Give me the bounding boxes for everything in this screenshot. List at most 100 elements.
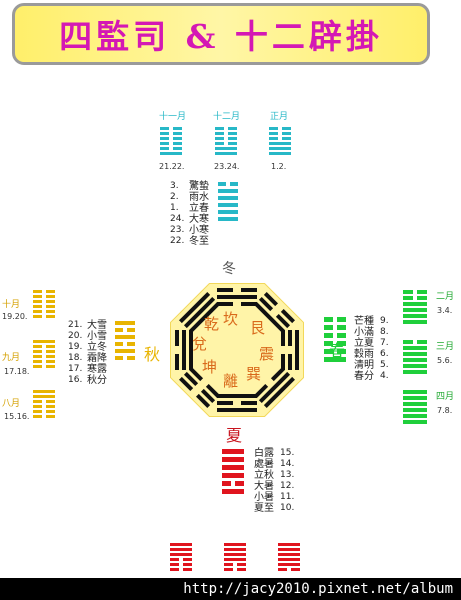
- days-left-1: 17.18.: [4, 367, 30, 376]
- trigram-li-symbol: [217, 394, 257, 412]
- watermark-footer: http://jacy2010.pixnet.net/album: [0, 578, 461, 600]
- yang-line: [278, 558, 300, 561]
- trigram-kun-symbol: [179, 366, 221, 408]
- yang-line: [33, 395, 55, 398]
- bagua-octagon: [170, 283, 304, 417]
- summer-term-number: 12.: [280, 481, 295, 491]
- yin-line: [215, 137, 237, 140]
- autumn-term-number: 20.: [68, 331, 83, 341]
- summer-term-name: 處暑: [254, 459, 274, 470]
- yang-line: [224, 543, 246, 546]
- season-winter-label: 冬: [222, 261, 236, 277]
- yang-line: [403, 370, 427, 374]
- yin-line: [403, 340, 427, 344]
- trigram-zhen-symbol: [281, 330, 299, 370]
- summer-term-number: 13.: [280, 470, 295, 480]
- yin-line: [33, 360, 55, 363]
- hexagram-bo-icon: [33, 340, 55, 370]
- hexagram-fu-icon: [160, 127, 182, 157]
- yang-line: [115, 335, 135, 339]
- yin-line: [224, 563, 246, 566]
- yin-line: [33, 310, 55, 313]
- autumn-term-name: 大雪: [87, 320, 107, 331]
- hexagram-dun-icon: [224, 543, 246, 573]
- hexagram-lin-icon: [215, 127, 237, 157]
- yin-line: [33, 315, 55, 318]
- winter-term-number: 24.: [170, 214, 185, 224]
- winter-term-numbers: 3. 2. 1. 24. 23. 22.: [170, 182, 184, 248]
- spring-term-number: 9.: [380, 316, 389, 326]
- yin-line: [324, 341, 346, 346]
- yin-line: [33, 295, 55, 298]
- month-label-right-2: 四月: [436, 392, 455, 402]
- trigram-li-label: 離: [223, 372, 239, 390]
- spring-term-number: 5.: [380, 360, 389, 370]
- spring-term-name: 穀雨: [354, 349, 374, 360]
- yin-line: [403, 296, 427, 300]
- yin-line: [33, 405, 55, 408]
- yang-line: [403, 390, 427, 394]
- summer-term-number: 15.: [280, 448, 295, 458]
- yin-line: [269, 132, 291, 135]
- month-label-right-0: 二月: [436, 292, 455, 302]
- yang-line: [269, 142, 291, 145]
- yang-line: [218, 217, 238, 221]
- summer-term-names: 白露 處暑 立秋 大暑 小暑 夏至: [254, 449, 274, 515]
- month-label-left-1: 九月: [2, 353, 21, 363]
- yin-line: [33, 400, 55, 403]
- hexagram-qian-icon: [403, 390, 427, 426]
- trigram-zhen-label: 震: [259, 345, 275, 363]
- yang-line: [403, 302, 427, 306]
- autumn-term-names: 大雪 小雪 立冬 霜降 寒露 秋分: [87, 321, 107, 387]
- yang-line: [218, 210, 238, 214]
- autumn-term-name: 小雪: [87, 331, 107, 342]
- yin-line: [222, 481, 244, 486]
- trigram-gen-symbol: [253, 292, 295, 334]
- autumn-term-numbers: 21. 20. 19. 18. 17. 16.: [68, 321, 82, 387]
- yin-line: [33, 410, 55, 413]
- trigram-gen-label: 艮: [250, 319, 266, 337]
- yang-line: [224, 548, 246, 551]
- yang-line: [215, 147, 237, 150]
- yin-line: [160, 142, 182, 145]
- yin-line: [160, 137, 182, 140]
- yin-line: [115, 342, 135, 346]
- yang-line: [215, 152, 237, 155]
- yang-line: [33, 390, 55, 393]
- yin-line: [33, 305, 55, 308]
- summer-term-name: 大暑: [254, 481, 274, 492]
- spring-terms-hexagram-icon: [324, 317, 346, 365]
- yin-line: [160, 147, 182, 150]
- yang-line: [222, 473, 244, 478]
- days-top-2: 1.2.: [271, 162, 287, 171]
- winter-term-name: 冬至: [189, 236, 209, 247]
- yang-line: [269, 152, 291, 155]
- summer-term-name: 立秋: [254, 470, 274, 481]
- autumn-term-number: 21.: [68, 320, 83, 330]
- yang-line: [403, 358, 427, 362]
- yang-line: [170, 548, 192, 551]
- yin-line: [33, 415, 55, 418]
- yang-line: [403, 396, 427, 400]
- yang-line: [403, 314, 427, 318]
- footer-url: http://jacy2010.pixnet.net/album: [183, 581, 453, 597]
- yin-line: [33, 350, 55, 353]
- yang-line: [278, 563, 300, 566]
- yin-line: [170, 568, 192, 571]
- yin-line: [170, 563, 192, 566]
- hexagram-dazhuang-icon: [403, 290, 427, 326]
- month-label-top-1: 十二月: [213, 112, 241, 122]
- yin-line: [215, 127, 237, 130]
- trigram-kan-label: 坎: [223, 310, 239, 328]
- yin-line: [278, 568, 300, 571]
- yin-line: [215, 132, 237, 135]
- trigram-dui-symbol: [175, 330, 193, 370]
- summer-term-number: 10.: [280, 503, 295, 513]
- yang-line: [115, 349, 135, 353]
- spring-term-name: 清明: [354, 360, 374, 371]
- hexagram-guan-icon: [33, 390, 55, 420]
- summer-terms-hexagram-icon: [222, 449, 244, 497]
- month-label-left-0: 十月: [2, 300, 21, 310]
- hexagram-guai-icon: [403, 340, 427, 376]
- spring-term-name: 立夏: [354, 338, 374, 349]
